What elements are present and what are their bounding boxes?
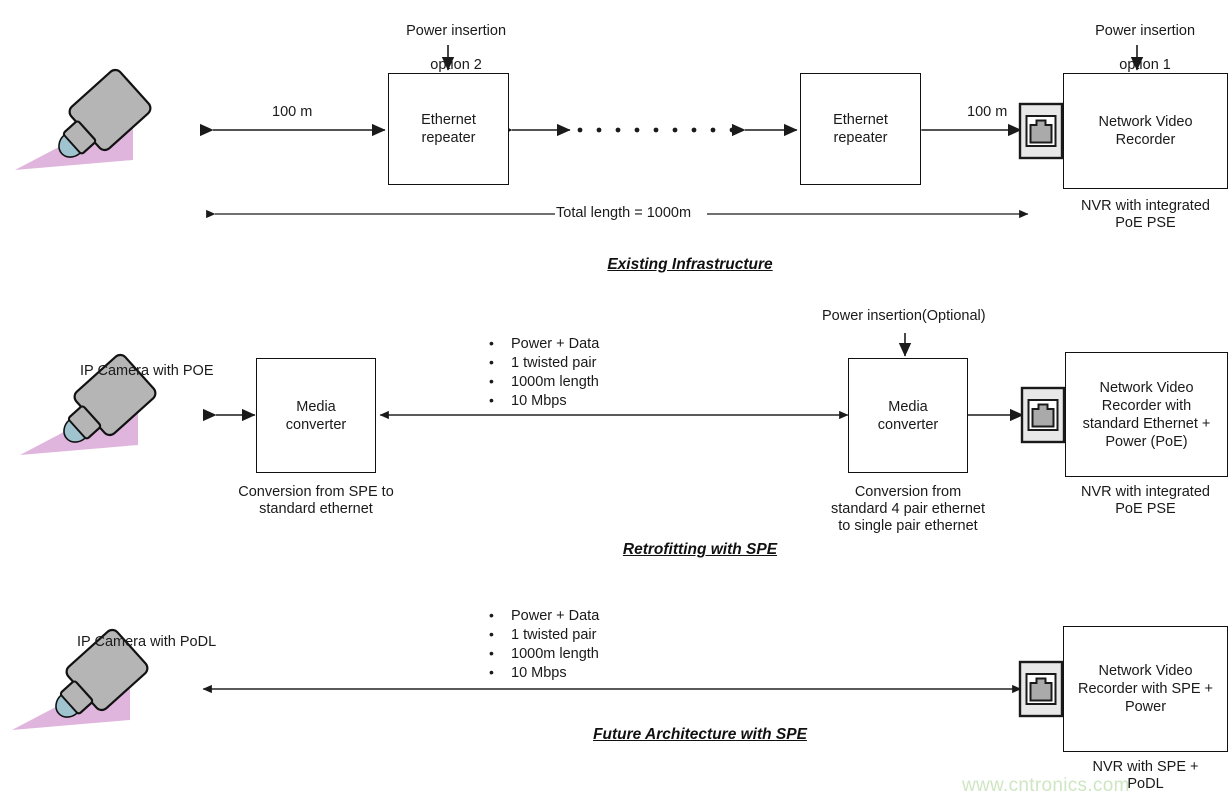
- annotation-line: Power insertion: [406, 23, 507, 39]
- node-ethernet-repeater-right[interactable]: Ethernet repeater: [800, 73, 921, 185]
- bullet-item: Power + Data: [485, 334, 695, 354]
- caption-line: Conversion from: [854, 484, 962, 500]
- node-label-line: Ethernet: [833, 112, 888, 128]
- node-label-line: Network Video: [1099, 379, 1194, 396]
- node-label-line: Network Video: [1098, 663, 1193, 679]
- bullet-item: 1 twisted pair: [485, 625, 695, 645]
- caption-line: NVR with integrated: [1081, 198, 1210, 214]
- link-label-100m-left: 100 m: [272, 104, 313, 120]
- annotation-line: option 2: [430, 57, 482, 73]
- caption-line: PoDL: [1127, 776, 1164, 792]
- bullet-list-retrofitting: Power + Data 1 twisted pair 1000m length…: [485, 334, 695, 411]
- caption-nvr-existing: NVR with integrated PoE PSE: [1053, 198, 1230, 232]
- bullet-item: Power + Data: [485, 606, 695, 626]
- node-label-line: standard Ethernet +: [1082, 415, 1211, 432]
- link-label-total-length: Total length = 1000m: [556, 205, 692, 221]
- node-label-line: Recorder: [1115, 132, 1176, 148]
- annotation-power-insertion-option-1: Power insertion option 1: [1067, 6, 1207, 91]
- node-label-line: Recorder with SPE +: [1078, 681, 1213, 697]
- section-title-retrofitting: Retrofitting with SPE: [622, 541, 778, 558]
- bullet-item: 10 Mbps: [485, 391, 695, 411]
- caption-line: standard ethernet: [259, 501, 373, 517]
- annotation-line: option 1: [1119, 57, 1171, 73]
- caption-line: NVR with integrated: [1081, 484, 1210, 500]
- bullet-item: 1 twisted pair: [485, 353, 695, 373]
- caption-nvr-retrofit: NVR with integrated PoE PSE: [1053, 484, 1230, 518]
- caption-line: Conversion from SPE to: [238, 484, 394, 500]
- annotation-power-insertion-optional: Power insertion(Optional): [822, 308, 986, 324]
- caption-nvr-future: NVR with SPE + PoDL: [1053, 759, 1230, 793]
- node-label-line: Recorder with: [1101, 397, 1192, 414]
- node-ethernet-repeater-left[interactable]: Ethernet repeater: [388, 73, 509, 185]
- bullet-list-future: Power + Data 1 twisted pair 1000m length…: [485, 606, 695, 683]
- bullet-item: 1000m length: [485, 372, 695, 392]
- caption-media-converter-right: Conversion from standard 4 pair ethernet…: [810, 484, 1006, 535]
- caption-line: PoE PSE: [1115, 215, 1176, 231]
- caption-line: standard 4 pair ethernet: [831, 501, 985, 517]
- node-label-line: Media: [888, 398, 928, 415]
- node-network-video-recorder-retrofit[interactable]: Network Video Recorder with standard Eth…: [1065, 352, 1228, 477]
- section-title-existing: Existing Infrastructure: [607, 256, 773, 273]
- caption-media-converter-left: Conversion from SPE to standard ethernet: [218, 484, 414, 518]
- node-label-line: Media: [296, 398, 336, 415]
- label-ip-camera-podl: IP Camera with PoDL: [77, 634, 217, 650]
- caption-line: NVR with SPE +: [1092, 759, 1199, 775]
- node-label-line: repeater: [421, 130, 476, 146]
- node-label-line: converter: [877, 416, 939, 433]
- node-label-line: Power: [1124, 699, 1167, 715]
- bullet-item: 1000m length: [485, 644, 695, 664]
- node-label-line: Ethernet: [421, 112, 476, 128]
- node-media-converter-right[interactable]: Media converter: [848, 358, 968, 473]
- link-label-100m-right: 100 m: [967, 104, 1008, 120]
- caption-line: to single pair ethernet: [838, 518, 978, 534]
- annotation-line: Power insertion: [1095, 23, 1196, 39]
- node-label-line: Power (PoE): [1105, 433, 1188, 450]
- node-label-line: converter: [285, 416, 347, 433]
- caption-line: PoE PSE: [1115, 501, 1176, 517]
- watermark: www.cntronics.com: [962, 775, 1130, 796]
- section-title-future: Future Architecture with SPE: [593, 726, 807, 743]
- annotation-power-insertion-option-2: Power insertion option 2: [378, 6, 518, 91]
- node-media-converter-left[interactable]: Media converter: [256, 358, 376, 473]
- node-network-video-recorder-existing[interactable]: Network Video Recorder: [1063, 73, 1228, 189]
- label-ip-camera-poe: IP Camera with POE: [80, 363, 214, 379]
- node-label-line: repeater: [833, 130, 888, 146]
- node-label-line: Network Video: [1098, 114, 1193, 130]
- bullet-item: 10 Mbps: [485, 663, 695, 683]
- node-network-video-recorder-future[interactable]: Network Video Recorder with SPE + Power: [1063, 626, 1228, 752]
